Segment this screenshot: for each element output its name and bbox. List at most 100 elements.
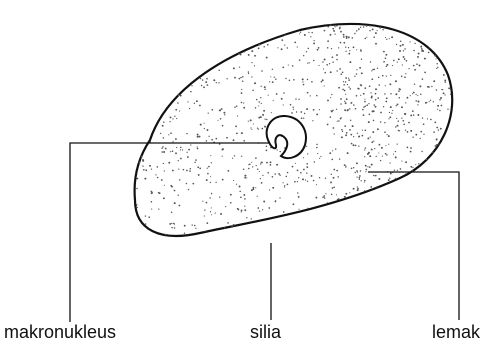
stipple-dot: [349, 129, 351, 131]
stipple-dot: [253, 123, 254, 124]
stipple-dot: [397, 103, 399, 105]
stipple-dot: [365, 169, 367, 171]
stipple-dot: [374, 104, 376, 106]
stipple-dot: [386, 64, 388, 66]
stipple-dot: [251, 62, 252, 63]
stipple-dot: [371, 78, 373, 80]
stipple-dot: [399, 130, 400, 131]
stipple-dot: [348, 53, 350, 55]
stipple-dot: [420, 131, 422, 133]
stipple-dot: [376, 186, 377, 187]
stipple-dot: [433, 80, 435, 82]
stipple-dot: [226, 78, 227, 79]
stipple-dot: [359, 175, 361, 177]
stipple-dot: [251, 129, 252, 130]
stipple-dot: [421, 46, 422, 47]
stipple-dot: [187, 101, 188, 102]
stipple-dot: [385, 153, 387, 155]
stipple-dot: [258, 101, 259, 102]
stipple-dot: [206, 140, 208, 142]
stipple-dot: [292, 203, 294, 205]
stipple-dot: [434, 122, 436, 124]
stipple-dot: [318, 47, 320, 49]
stipple-dot: [379, 144, 381, 146]
stipple-dot: [399, 50, 401, 52]
stipple-dot: [351, 168, 353, 170]
stipple-dot: [210, 155, 211, 156]
stipple-dot: [254, 55, 256, 57]
stipple-dot: [372, 188, 373, 189]
stipple-dot: [436, 68, 437, 69]
stipple-dot: [338, 87, 340, 89]
stipple-dot: [410, 151, 412, 153]
stipple-dot: [327, 26, 329, 28]
stipple-dot: [439, 110, 441, 112]
stipple-dot: [157, 166, 159, 168]
stipple-dot: [400, 41, 402, 43]
stipple-dot: [206, 222, 208, 224]
stipple-dot: [145, 215, 146, 216]
stipple-dot: [362, 130, 363, 131]
stipple-dot: [306, 146, 307, 147]
stipple-dot: [308, 32, 309, 33]
stipple-dot: [186, 133, 187, 134]
stipple-dot: [397, 143, 398, 144]
stipple-dot: [329, 63, 330, 64]
stipple-dot: [348, 78, 349, 79]
stipple-dot: [358, 146, 359, 147]
stipple-dot: [311, 32, 312, 33]
stipple-dot: [402, 64, 403, 65]
stipple-dot: [171, 223, 172, 224]
stipple-dot: [303, 55, 304, 56]
stipple-dot: [396, 44, 397, 45]
stipple-dot: [353, 136, 354, 137]
stipple-dot: [142, 160, 144, 162]
stipple-dot: [307, 153, 308, 154]
stipple-dot: [317, 49, 319, 51]
stipple-dot: [175, 109, 177, 111]
stipple-dot: [444, 94, 445, 95]
stipple-dot: [261, 182, 263, 184]
stipple-dot: [197, 166, 199, 168]
stipple-dot: [236, 132, 238, 134]
stipple-dot: [360, 170, 361, 171]
stipple-dot: [338, 198, 340, 200]
stipple-dot: [372, 131, 374, 133]
stipple-dot: [163, 137, 165, 139]
stipple-dot: [137, 207, 138, 208]
stipple-dot: [385, 85, 386, 86]
stipple-dot: [342, 89, 344, 91]
stipple-dot: [424, 58, 426, 60]
stipple-dot: [336, 170, 338, 172]
stipple-dot: [250, 119, 252, 121]
stipple-dot: [443, 74, 445, 76]
stipple-dot: [274, 173, 276, 175]
stipple-dot: [163, 121, 165, 123]
stipple-dot: [430, 119, 432, 121]
stipple-dot: [349, 192, 350, 193]
stipple-dot: [338, 47, 339, 48]
stipple-dot: [273, 100, 274, 101]
stipple-dot: [252, 166, 253, 167]
stipple-dot: [420, 94, 422, 96]
stipple-dot: [383, 51, 385, 53]
stipple-dot: [405, 173, 406, 174]
stipple-dot: [404, 113, 406, 115]
stipple-dot: [356, 95, 358, 97]
stipple-dot: [230, 202, 232, 204]
stipple-dot: [248, 73, 249, 74]
stipple-dot: [266, 162, 268, 164]
stipple-dot: [337, 70, 338, 71]
stipple-dot: [331, 48, 332, 49]
stipple-dot: [300, 32, 301, 33]
stipple-dot: [389, 112, 390, 113]
stipple-dot: [300, 172, 302, 174]
stipple-dot: [331, 159, 333, 161]
stipple-dot: [304, 34, 306, 36]
stipple-dot: [188, 149, 190, 151]
stipple-dot: [360, 27, 361, 28]
stipple-dot: [371, 164, 373, 166]
stipple-dot: [417, 95, 418, 96]
stipple-dot: [345, 94, 346, 95]
stipple-dot: [178, 160, 179, 161]
